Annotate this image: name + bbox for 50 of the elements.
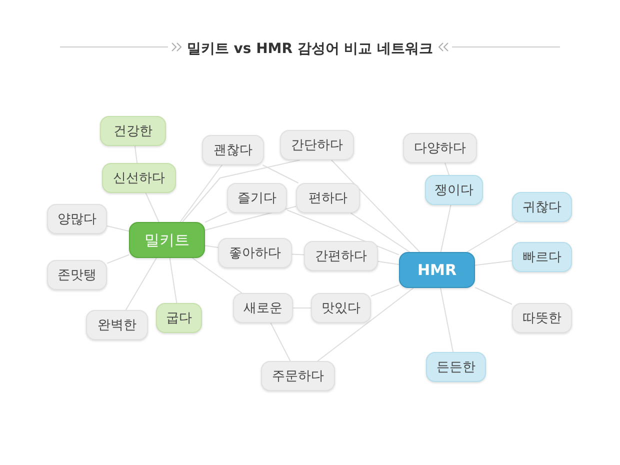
connector-line	[286, 210, 400, 256]
connector-line	[125, 258, 157, 310]
connector-line	[262, 164, 299, 184]
keyword-box: 좋아하다	[218, 238, 292, 268]
keyword-box: 신선하다	[102, 163, 176, 193]
connector-line	[180, 164, 222, 222]
connector-line	[145, 192, 160, 222]
keyword-box: 간편하다	[304, 241, 378, 271]
keyword-box: 다양하다	[403, 133, 477, 163]
connector-line	[317, 288, 414, 362]
keyword-box: 주문하다	[261, 361, 335, 391]
connector-line	[350, 212, 410, 252]
keyword-box: 편하다	[296, 183, 360, 213]
connector-line	[182, 160, 300, 222]
connector-line	[292, 254, 304, 256]
keyword-box: 완벽한	[86, 310, 148, 340]
keyword-box: 즐기다	[227, 183, 287, 213]
keyword-box: 괜찮다	[202, 135, 264, 165]
connector-line	[204, 245, 218, 248]
title: 밀키트 vs HMR 감성어 비교 네트워크	[186, 41, 434, 57]
keyword-box: 건강한	[100, 116, 166, 146]
connector-line	[474, 260, 512, 266]
keyword-box: 맛있다	[311, 293, 371, 323]
connector-line	[134, 146, 138, 164]
connector-line	[474, 286, 512, 305]
connector-line	[330, 160, 420, 252]
keyword-box: 양많다	[47, 204, 107, 234]
keyword-box: 간단하다	[280, 130, 354, 160]
keyword-box: 든든한	[426, 352, 486, 382]
topic-box: 밀키트	[129, 222, 205, 258]
keyword-box: 존맛탱	[47, 260, 107, 290]
connector-line	[440, 288, 454, 352]
connector-line	[466, 222, 518, 252]
keyword-box: 새로운	[233, 293, 293, 323]
connector-line	[378, 260, 400, 265]
connector-line	[204, 212, 228, 223]
connector-line	[192, 258, 242, 294]
connector-line	[440, 204, 452, 252]
connector-line	[169, 258, 178, 304]
connector-line	[270, 322, 291, 362]
keyword-box: 쟁이다	[425, 175, 483, 205]
connector-line	[444, 162, 450, 176]
connector-line	[106, 226, 130, 232]
keyword-box: 빠르다	[512, 242, 572, 272]
connector-line	[106, 254, 130, 264]
keyword-box: 굽다	[156, 303, 202, 333]
connector-line	[370, 284, 400, 297]
topic-box: HMR	[399, 252, 475, 288]
keyword-box: 귀찮다	[512, 192, 572, 222]
keyword-box: 따뜻한	[512, 303, 572, 333]
